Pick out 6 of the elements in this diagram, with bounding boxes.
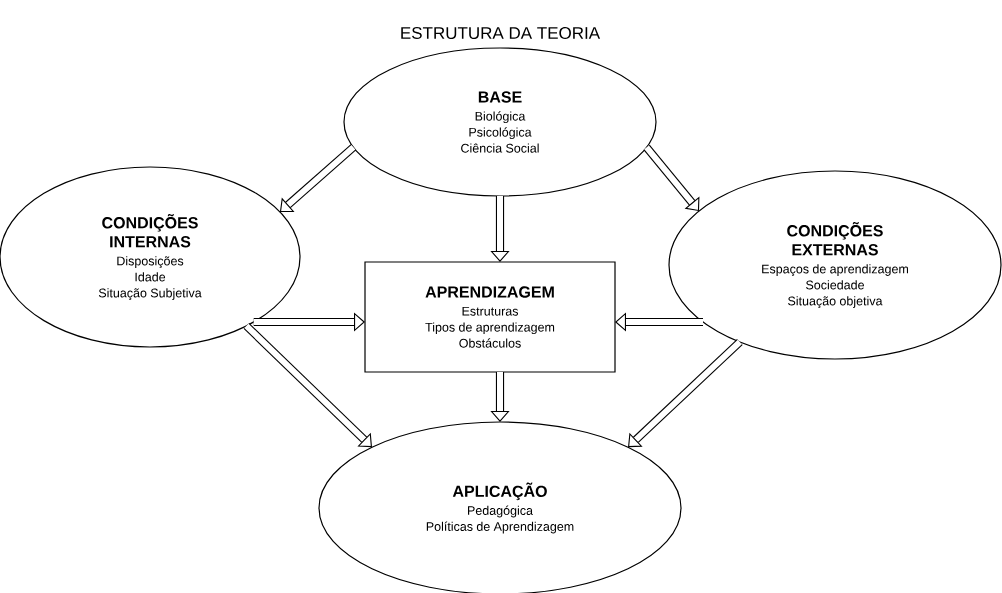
hollow-arrow <box>628 339 743 448</box>
hollow-arrow <box>243 322 372 448</box>
ellipse-node: CONDIÇÕES EXTERNAS Espaços de aprendizagem Sociedade Situação objetiva <box>668 170 1002 360</box>
title: ESTRUTURA DA TEORIA <box>401 26 601 39</box>
process-box: APRENDIZAGEM Estruturas Tipos de aprendizagem Obstáculos <box>364 261 616 373</box>
ellipse-node: BASE Biológica Psicológica Ciência Social <box>343 47 657 197</box>
